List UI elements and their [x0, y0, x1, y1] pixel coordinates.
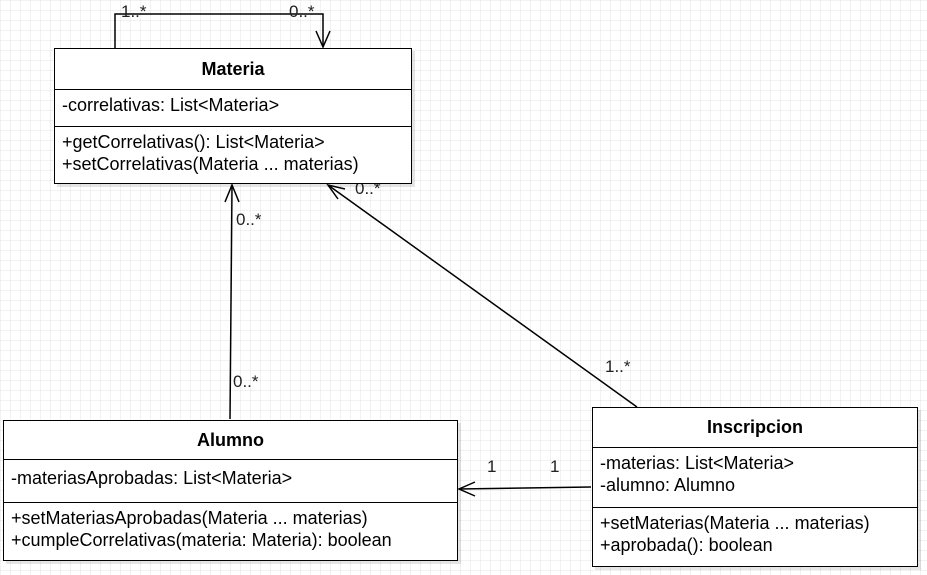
- inscripcion-attributes: -materias: List<Materia> -alumno: Alumno: [593, 448, 917, 508]
- inscripcion-methods: +setMaterias(Materia ... materias) +apro…: [593, 508, 917, 566]
- inscripcion-materia-arrowhead: [326, 183, 346, 200]
- inscripcion-method: +aprobada(): boolean: [600, 535, 773, 555]
- materia-method: +setCorrelativas(Materia ... materias): [62, 154, 359, 174]
- inscripcion-attribute: -alumno: Alumno: [600, 475, 736, 495]
- materia-attributes: -correlativas: List<Materia>: [55, 90, 411, 127]
- materia-self-target-multiplicity: 0..*: [289, 2, 315, 21]
- inscripcion-method: +setMaterias(Materia ... materias): [600, 513, 870, 533]
- inscripcion-materia-association[interactable]: [327, 184, 638, 408]
- inscripcion-alumno-arrowhead: [457, 481, 476, 497]
- materia-class-name: Materia: [55, 49, 411, 90]
- materia-self-source-multiplicity: 1..*: [121, 2, 147, 21]
- inscripcion-alumno-target-multiplicity: 1: [487, 457, 497, 476]
- inscripcion-class[interactable]: Inscripcion -materias: List<Materia> -al…: [592, 407, 918, 567]
- materia-class[interactable]: Materia -correlativas: List<Materia> +ge…: [54, 48, 412, 184]
- inscripcion-materia-source-multiplicity: 1..*: [605, 357, 631, 376]
- materia-self-arrowhead: [315, 30, 331, 49]
- alumno-attributes: -materiasAprobadas: List<Materia>: [4, 460, 457, 503]
- inscripcion-class-name: Inscripcion: [593, 408, 917, 448]
- alumno-materia-source-multiplicity: 0..*: [233, 372, 259, 391]
- alumno-methods: +setMateriasAprobadas(Materia ... materi…: [4, 503, 457, 560]
- alumno-materia-association[interactable]: [229, 185, 233, 420]
- inscripcion-alumno-source-multiplicity: 1: [550, 457, 560, 476]
- alumno-materia-target-multiplicity: 0..*: [236, 210, 262, 229]
- alumno-attribute: -materiasAprobadas: List<Materia>: [11, 468, 293, 488]
- inscripcion-attribute: -materias: List<Materia>: [600, 453, 795, 473]
- inscripcion-materia-target-multiplicity: 0..*: [355, 179, 381, 198]
- materia-methods: +getCorrelativas(): List<Materia> +setCo…: [55, 127, 411, 183]
- alumno-materia-arrowhead: [224, 183, 240, 203]
- inscripcion-alumno-association[interactable]: [458, 486, 592, 490]
- alumno-class[interactable]: Alumno -materiasAprobadas: List<Materia>…: [3, 420, 458, 561]
- alumno-method: +cumpleCorrelativas(materia: Materia): b…: [11, 530, 392, 550]
- alumno-method: +setMateriasAprobadas(Materia ... materi…: [11, 508, 368, 528]
- materia-method: +getCorrelativas(): List<Materia>: [62, 132, 325, 152]
- alumno-class-name: Alumno: [4, 421, 457, 460]
- materia-attribute: -correlativas: List<Materia>: [62, 95, 280, 115]
